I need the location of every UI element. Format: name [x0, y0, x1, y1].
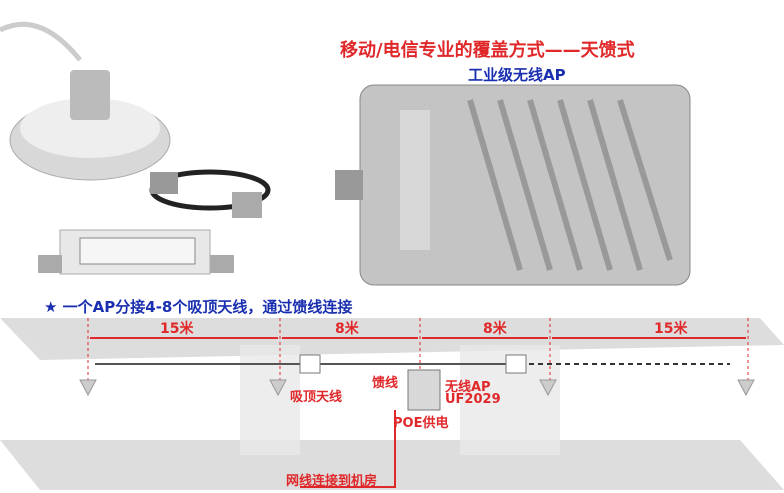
distance-label: 8米	[335, 321, 359, 337]
distance-label: 15米	[160, 321, 194, 337]
distance-label: 15米	[654, 321, 688, 337]
splitter-image	[38, 229, 234, 275]
distance-label: 8米	[483, 321, 507, 337]
feeder-label: 馈线	[372, 376, 399, 391]
ap-model-label: UF2029	[445, 392, 501, 407]
note-text: ★ 一个AP分接4-8个吸顶天线，通过馈线连接	[44, 298, 353, 316]
ap-label: 无线AP	[445, 380, 491, 395]
ap-subtitle: 工业级无线AP	[468, 66, 566, 84]
industrial-ap-image	[335, 84, 691, 286]
feeder-cable-image	[149, 169, 271, 218]
ceiling-antenna-label: 吸顶天线	[290, 390, 343, 405]
network-label: 网线连接到机房	[286, 474, 378, 489]
ceiling-antenna-product-image	[0, 21, 171, 181]
diagram-title: 移动/电信专业的覆盖方式——天馈式	[340, 40, 635, 61]
poe-label: POE供电	[393, 416, 449, 431]
